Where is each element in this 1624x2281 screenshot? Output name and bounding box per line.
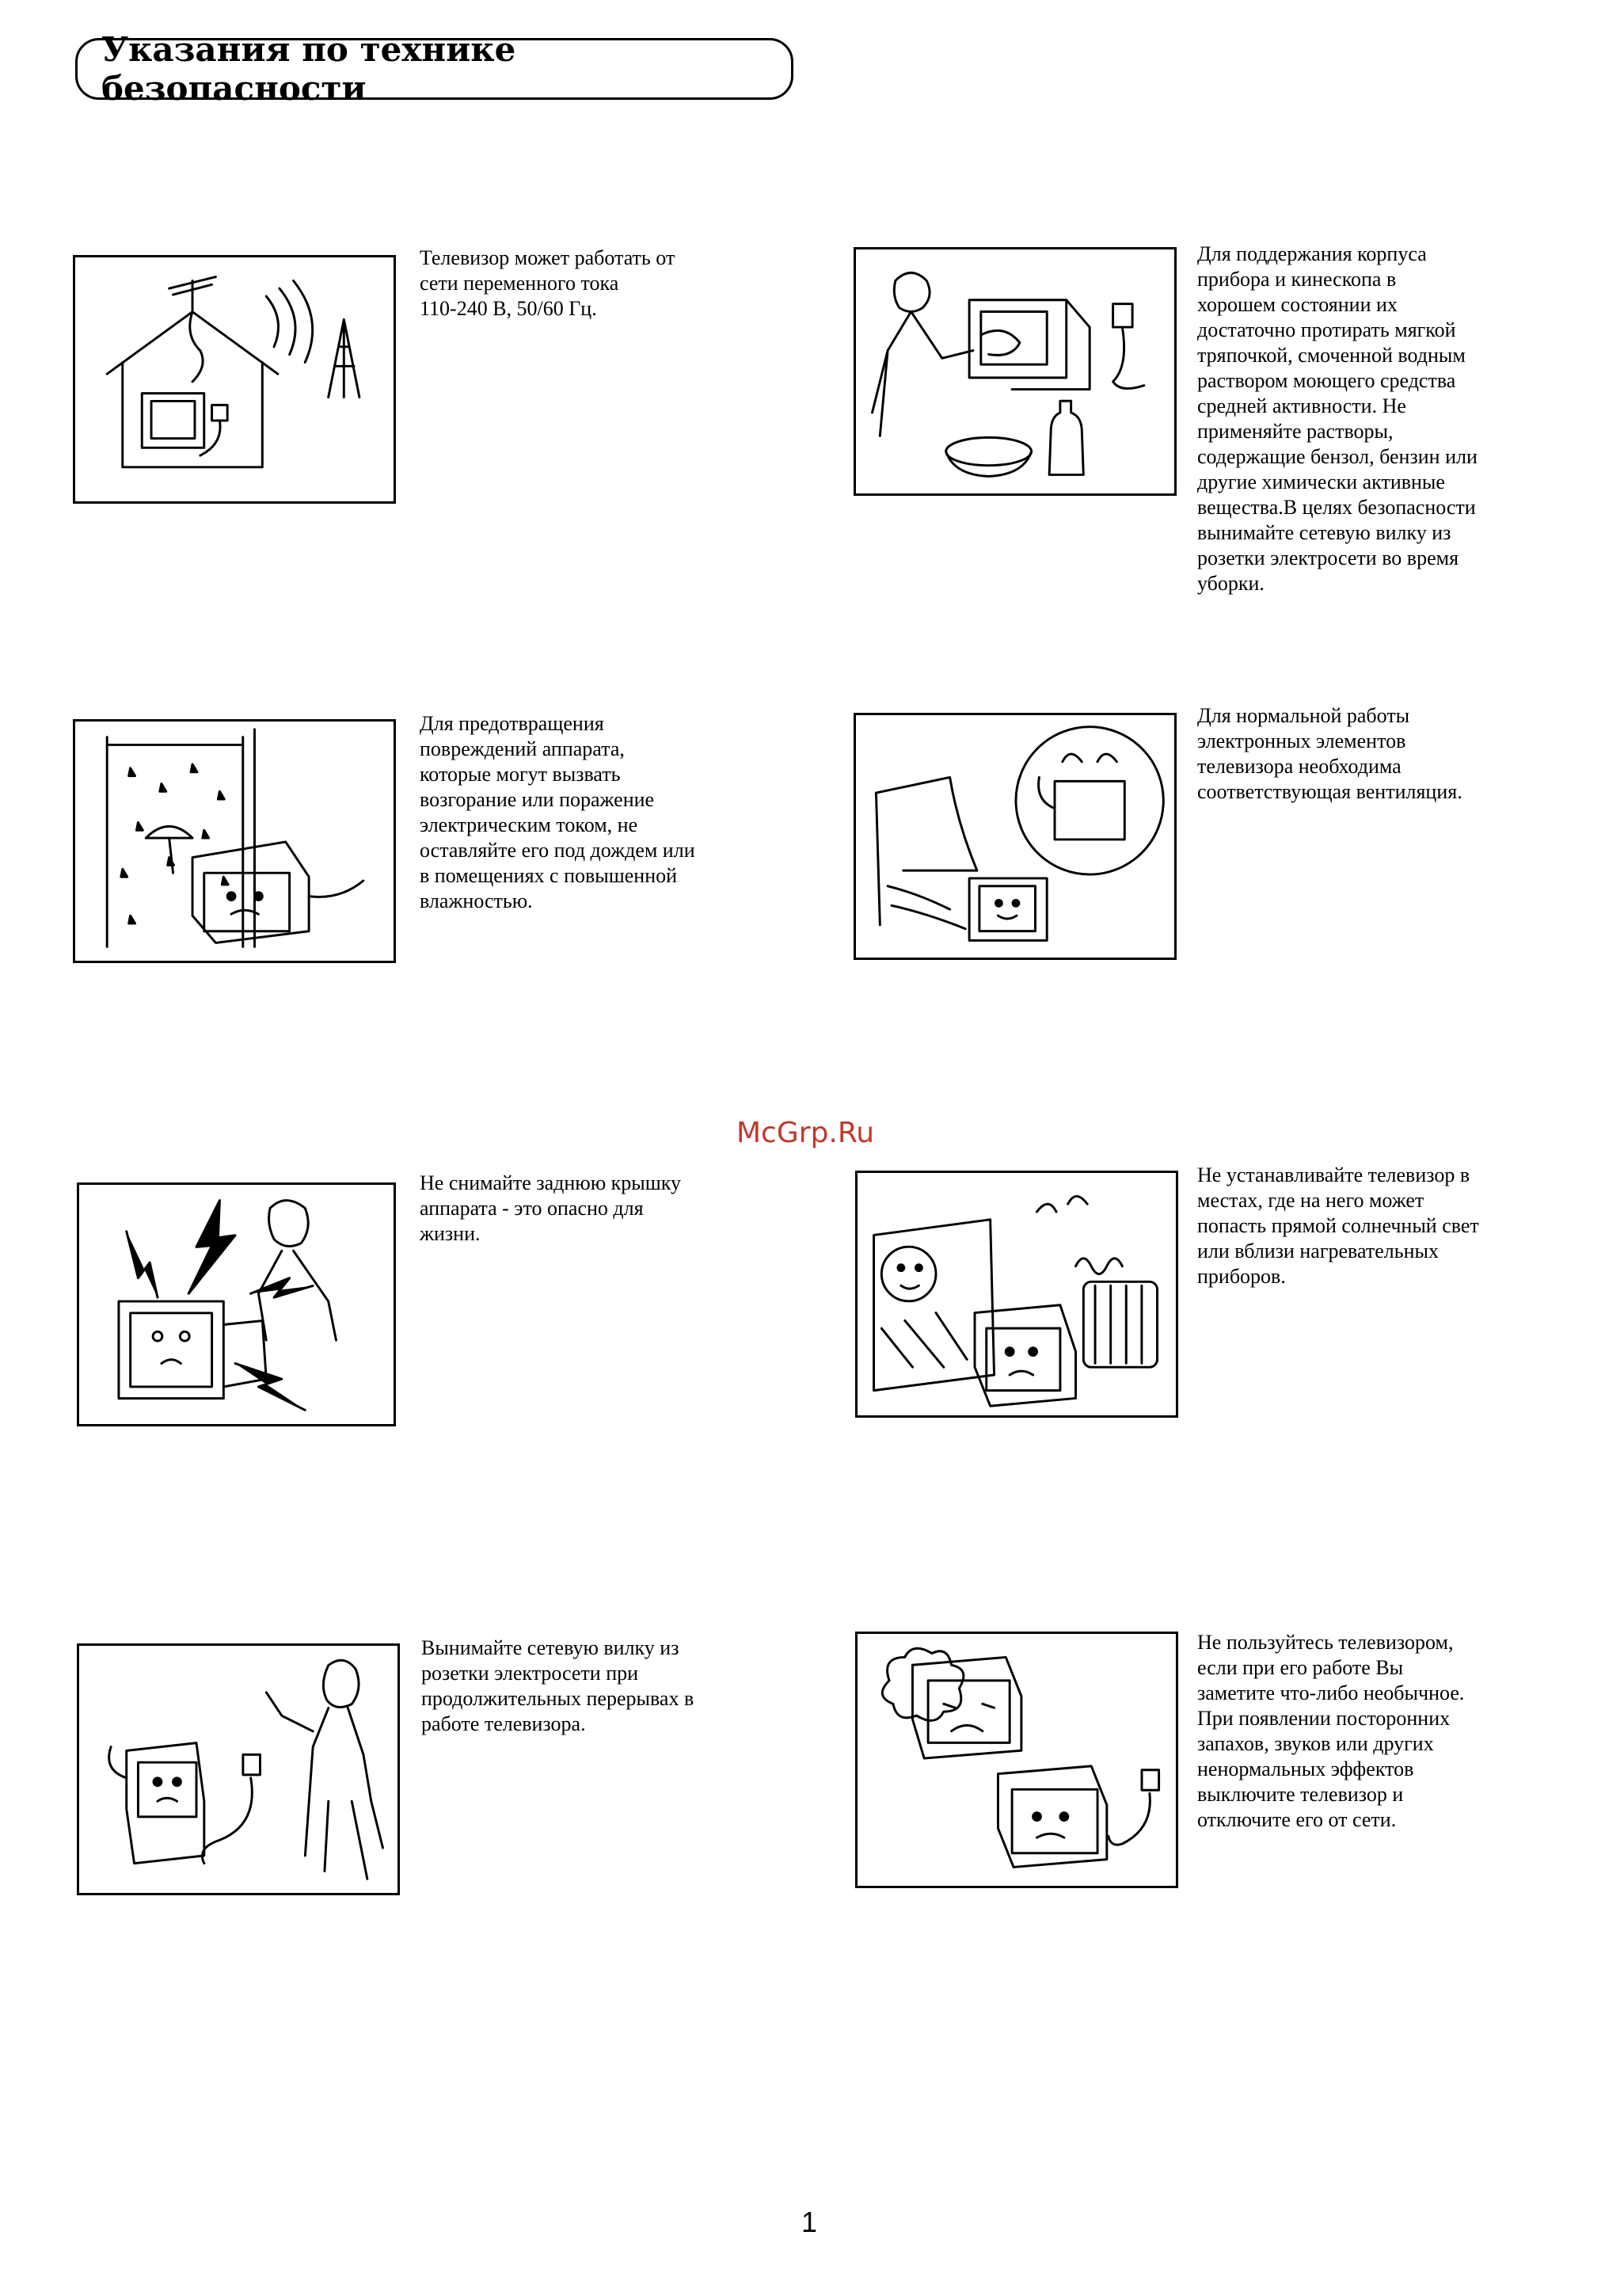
safety-text-abnormal: Не пользуйтесь телевизором, если при его…: [1197, 1631, 1465, 1831]
safety-text-ventilation: Для нормальной работы электронных элемен…: [1197, 704, 1462, 803]
illustration-shock: [77, 1182, 396, 1426]
illustration-unplug: [77, 1643, 400, 1895]
watermark: McGrp.Ru: [736, 1117, 875, 1149]
safety-text-sun-heater: Не устанавливайте телевизор в местах, гд…: [1197, 1163, 1479, 1288]
illustration-cleaning: [854, 247, 1177, 496]
page-number: 1: [801, 2206, 818, 2238]
safety-text-cleaning: Для поддержания корпуса прибора и кинеск…: [1197, 242, 1478, 595]
illustration-sun-heater: [855, 1171, 1178, 1418]
illustration-rain: [73, 719, 396, 963]
illustration-ventilation: [854, 713, 1177, 960]
illustration-abnormal: [855, 1632, 1178, 1888]
safety-text-unplug: Вынимайте сетевую вилку из розетки элект…: [421, 1636, 694, 1735]
page-title: Указания по технике безопасности: [75, 30, 793, 108]
safety-text-power: Телевизор может работать от сети перемен…: [420, 246, 675, 320]
safety-text-back-cover: Не снимайте заднюю крышку аппарата - это…: [420, 1171, 682, 1245]
safety-text-rain: Для предотвращения повреждений аппарата,…: [420, 712, 695, 912]
illustration-antenna-house: [73, 255, 396, 504]
